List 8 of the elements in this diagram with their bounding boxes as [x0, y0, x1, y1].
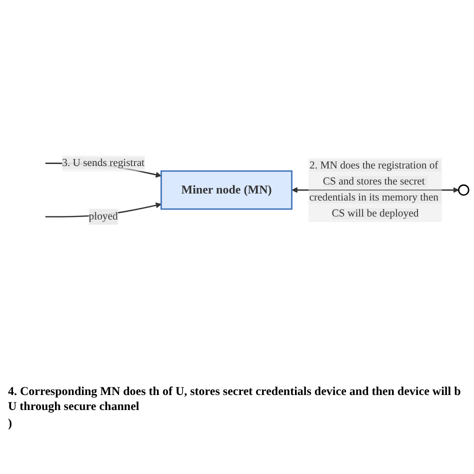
- edge-label: 2. MN does the registration of CS and stores the secret credentials in its memory then CS will be deployed: [309, 160, 439, 220]
- node-box: Miner node (MN): [160, 170, 292, 210]
- arrow: [292, 187, 459, 193]
- node-circle: [458, 184, 470, 196]
- edge-label: 3. U sends registrat: [62, 157, 145, 169]
- note-text: ): [8, 416, 13, 431]
- edge-label: ployed: [88, 210, 118, 222]
- note-text: 4. Corresponding MN does th of U, stores secret credentials device and then device will b U through secure channel: [8, 384, 462, 414]
